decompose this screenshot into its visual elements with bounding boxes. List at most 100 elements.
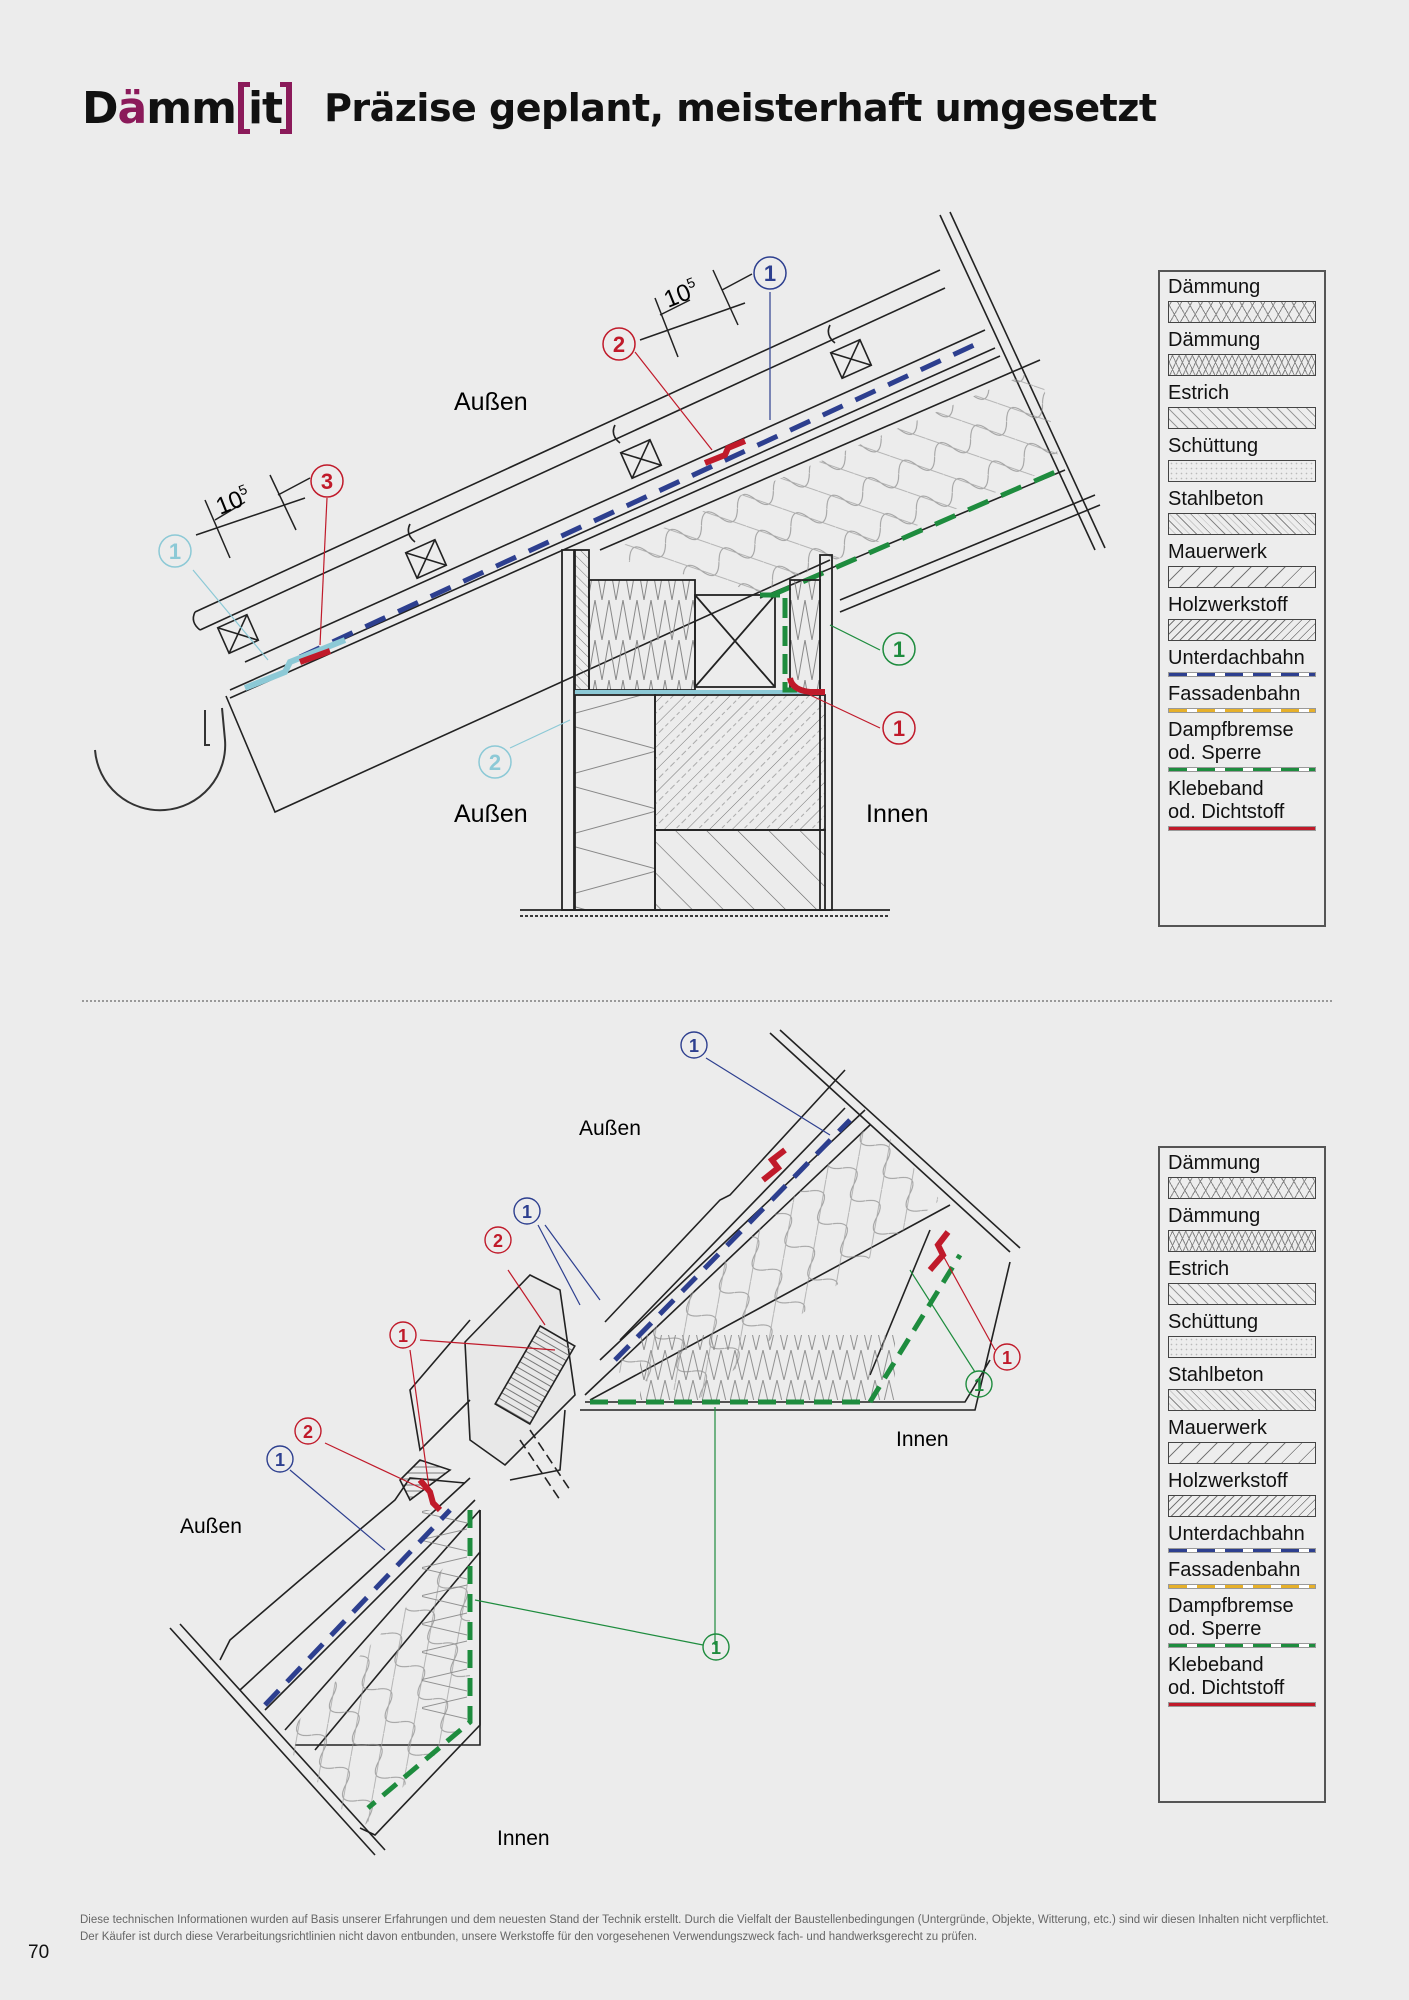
swatch-daemmung-2 <box>1168 354 1316 376</box>
legend-label: Mauerwerk <box>1168 541 1267 563</box>
callout-blue-1-lower: 1 <box>266 1445 294 1473</box>
swatch-schuettung <box>1168 460 1316 482</box>
line-klebeband <box>1168 1702 1316 1707</box>
line-dampfbremse <box>1168 767 1316 772</box>
brand-umlaut: ä <box>117 82 148 134</box>
svg-text:3: 3 <box>321 469 333 494</box>
dampfbremse-line <box>769 467 1061 599</box>
brand-letters: mm <box>146 82 237 134</box>
legend-label: Dämmung <box>1168 329 1261 351</box>
legend-label: Fassadenbahn <box>1168 1559 1301 1581</box>
gutter <box>94 707 227 812</box>
svg-text:1: 1 <box>711 1638 721 1658</box>
line-fassadenbahn <box>1168 708 1316 713</box>
legend-label: Dampfbremse od. Sperre <box>1168 1595 1294 1640</box>
legend-label: Holzwerkstoff <box>1168 594 1288 616</box>
callout-red-2-upper: 2 <box>484 1226 512 1254</box>
dimension-left-value: 105 <box>211 481 254 521</box>
legend-label: Dämmung <box>1168 1152 1261 1174</box>
label-aussen-lower: Außen <box>454 800 528 828</box>
eaves-detail-diagram: 105 105 1 3 2 1 1 1 2 <box>0 0 1409 990</box>
legend-label: Unterdachbahn <box>1168 647 1305 669</box>
label-aussen-top: Außen <box>579 1117 641 1140</box>
wall-section <box>520 549 890 917</box>
callout-red-1-window: 1 <box>389 1321 417 1349</box>
dimension-left <box>195 474 311 559</box>
section-divider <box>82 1000 1332 1002</box>
legend-label: Schüttung <box>1168 435 1259 457</box>
swatch-daemmung-1 <box>1168 1177 1316 1199</box>
svg-text:1: 1 <box>974 1375 984 1395</box>
callout-green-1-right: 1 <box>965 1370 993 1398</box>
swatch-estrich <box>1168 407 1316 429</box>
page-number: 70 <box>28 1942 50 1963</box>
svg-text:2: 2 <box>493 1231 503 1251</box>
swatch-schuettung <box>1168 1336 1316 1358</box>
legend-top: Dämmung Dämmung Estrich Schüttung Stahlb… <box>1158 270 1326 927</box>
legend-label: Stahlbeton <box>1168 488 1264 510</box>
swatch-holzwerkstoff <box>1168 619 1316 641</box>
callout-blue-1-window: 1 <box>513 1197 541 1225</box>
callout-green-1-bottom: 1 <box>702 1633 730 1661</box>
svg-text:1: 1 <box>764 261 776 286</box>
swatch-estrich <box>1168 1283 1316 1305</box>
label-aussen-upper: Außen <box>454 388 528 416</box>
svg-text:2: 2 <box>489 750 501 775</box>
svg-text:2: 2 <box>303 1422 313 1442</box>
dimension-right-value: 105 <box>659 274 702 314</box>
brand-bracket: it <box>237 82 293 134</box>
legend-label: Klebeband od. Dichtstoff <box>1168 1654 1285 1699</box>
callout-red-1: 1 <box>882 711 916 745</box>
callout-blue-1: 1 <box>753 256 787 290</box>
swatch-holzwerkstoff <box>1168 1495 1316 1517</box>
svg-text:1: 1 <box>275 1450 285 1470</box>
disclaimer-text: Diese technischen Informationen wurden a… <box>80 1914 1329 1943</box>
svg-text:1: 1 <box>522 1202 532 1222</box>
callout-green-1: 1 <box>882 632 916 666</box>
line-klebeband <box>1168 826 1316 831</box>
svg-text:1: 1 <box>893 716 905 741</box>
label-innen: Innen <box>866 800 929 828</box>
svg-text:1: 1 <box>169 539 181 564</box>
svg-text:1: 1 <box>689 1036 699 1056</box>
line-dampfbremse <box>1168 1643 1316 1648</box>
callout-blue-1-top: 1 <box>680 1031 708 1059</box>
line-unterdachbahn <box>1168 672 1316 677</box>
callout-lightblue-1: 1 <box>158 534 192 568</box>
callout-red-2: 2 <box>602 327 636 361</box>
line-fassadenbahn <box>1168 1584 1316 1589</box>
label-innen-bottom: Innen <box>497 1827 550 1850</box>
legend-label: Schüttung <box>1168 1311 1259 1333</box>
callout-red-2-lower: 2 <box>294 1417 322 1445</box>
legend-label: Klebeband od. Dichtstoff <box>1168 778 1285 823</box>
callout-red-1-right: 1 <box>993 1343 1021 1371</box>
swatch-mauerwerk <box>1168 1442 1316 1464</box>
svg-text:1: 1 <box>398 1326 408 1346</box>
legend-label: Unterdachbahn <box>1168 1523 1305 1545</box>
legend-bottom: Dämmung Dämmung Estrich Schüttung Stahlb… <box>1158 1146 1326 1803</box>
swatch-stahlbeton <box>1168 513 1316 535</box>
svg-text:2: 2 <box>613 332 625 357</box>
batten-boxes <box>216 338 873 655</box>
legend-label: Dampfbremse od. Sperre <box>1168 719 1294 764</box>
legend-label: Fassadenbahn <box>1168 683 1301 705</box>
callout-lightblue-2: 2 <box>478 745 512 779</box>
legend-label: Estrich <box>1168 1258 1230 1280</box>
swatch-daemmung-1 <box>1168 301 1316 323</box>
legend-label: Holzwerkstoff <box>1168 1470 1288 1492</box>
swatch-stahlbeton <box>1168 1389 1316 1411</box>
dimension-right <box>639 269 753 358</box>
unterdachbahn-line <box>298 337 987 660</box>
legend-label: Dämmung <box>1168 276 1261 298</box>
legend-label: Mauerwerk <box>1168 1417 1267 1439</box>
label-innen-right: Innen <box>896 1428 949 1451</box>
dormer-window-detail-diagram: 1 1 2 1 2 1 1 1 1 Außen Außen Innen Inne… <box>0 1010 1409 1890</box>
callout-red-3: 3 <box>310 464 344 498</box>
label-aussen-left: Außen <box>180 1515 242 1538</box>
legend-label: Stahlbeton <box>1168 1364 1264 1386</box>
line-unterdachbahn <box>1168 1548 1316 1553</box>
brand-bracket-text: it <box>247 82 283 134</box>
svg-text:1: 1 <box>1002 1348 1012 1368</box>
